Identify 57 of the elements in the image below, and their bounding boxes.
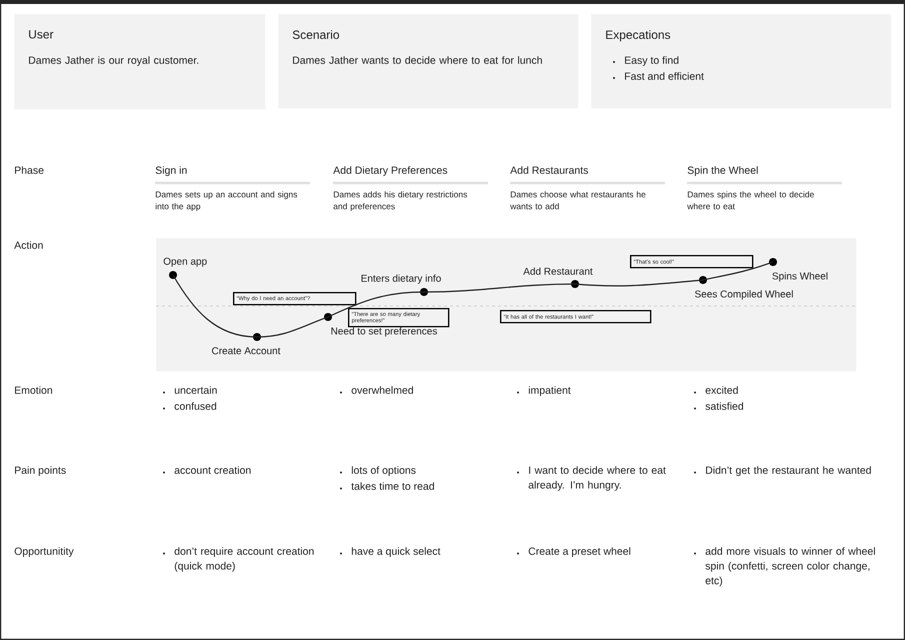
list-item: account creation <box>174 466 251 474</box>
point-label: Open app <box>164 258 207 267</box>
row-label: Action <box>14 241 43 249</box>
action-panel <box>156 238 856 372</box>
card-heading: User <box>29 30 54 39</box>
card-text: Dames Jather wants to decide where to eat for lunch <box>293 56 542 64</box>
list-item: excited <box>706 386 738 394</box>
list-item: don’t require account creation (quick mode) <box>174 547 314 572</box>
phase-title: Add Dietary Preferences <box>333 166 448 176</box>
journey-point <box>769 258 777 266</box>
list-item: Fast and efficient <box>625 72 704 80</box>
phase-description: Dames spins the wheel to decide where to eat <box>687 191 814 210</box>
list-item: lots of options <box>352 466 416 476</box>
point-label: Spins Wheel <box>772 272 828 282</box>
card-heading: Expecations <box>606 30 670 42</box>
journey-line <box>702 261 774 281</box>
phase-description: Dames choose what restaurants he wants to add <box>510 191 646 210</box>
phase-title: Sign in <box>156 166 187 176</box>
list-item: satisfied <box>706 402 744 410</box>
list-item: overwhelmed <box>352 386 413 394</box>
journey-line <box>256 316 328 338</box>
list-item: Easy to find <box>625 56 678 66</box>
list-item: Didn’t get the restaurant he wanted <box>706 466 871 476</box>
card-text: Dames Jather is our royal customer. <box>29 56 198 66</box>
info-card <box>591 14 892 108</box>
journey-point <box>169 271 177 279</box>
point-label: Need to set preferences <box>331 327 437 337</box>
card-heading: Scenario <box>292 30 340 39</box>
phase-description: Dames adds his dietary restrictions and preferences <box>334 191 468 211</box>
list-item: takes time to read <box>351 482 434 490</box>
journey-point <box>324 313 332 321</box>
row-label: Opportunitity <box>14 547 74 557</box>
list-item: have a quick select <box>352 547 440 557</box>
phase-description: Dames sets up an account and signs into the app <box>156 191 298 211</box>
journey-point <box>420 288 428 296</box>
list-item: Create a preset wheel <box>528 547 630 557</box>
journey-line <box>574 279 704 286</box>
point-label: Add Restaurant <box>523 267 593 275</box>
journey-point <box>253 333 261 341</box>
point-label: Create Account <box>212 347 280 354</box>
phase-title: Spin the Wheel <box>688 166 758 176</box>
list-item: impatient <box>528 386 571 396</box>
journey-line <box>172 274 258 338</box>
journey-line <box>328 291 424 318</box>
list-item: confused <box>174 402 216 410</box>
point-label: Enters dietary info <box>362 274 441 284</box>
row-label: Phase <box>15 166 44 174</box>
list-item: I want to decide where to eat already. I’m hungry. <box>528 466 666 491</box>
point-label: Sees Compiled Wheel <box>695 290 793 300</box>
list-item: uncertain <box>174 386 217 394</box>
row-label: Pain points <box>15 466 66 476</box>
journey-point <box>699 276 707 284</box>
list-item: add more visuals to winner of wheel spin (confetti, screen color change, etc) <box>706 547 875 586</box>
journey-line <box>424 283 576 293</box>
phase-title: Add Restaurants <box>510 166 588 174</box>
row-label: Emotion <box>15 386 52 394</box>
journey-point <box>571 280 579 288</box>
